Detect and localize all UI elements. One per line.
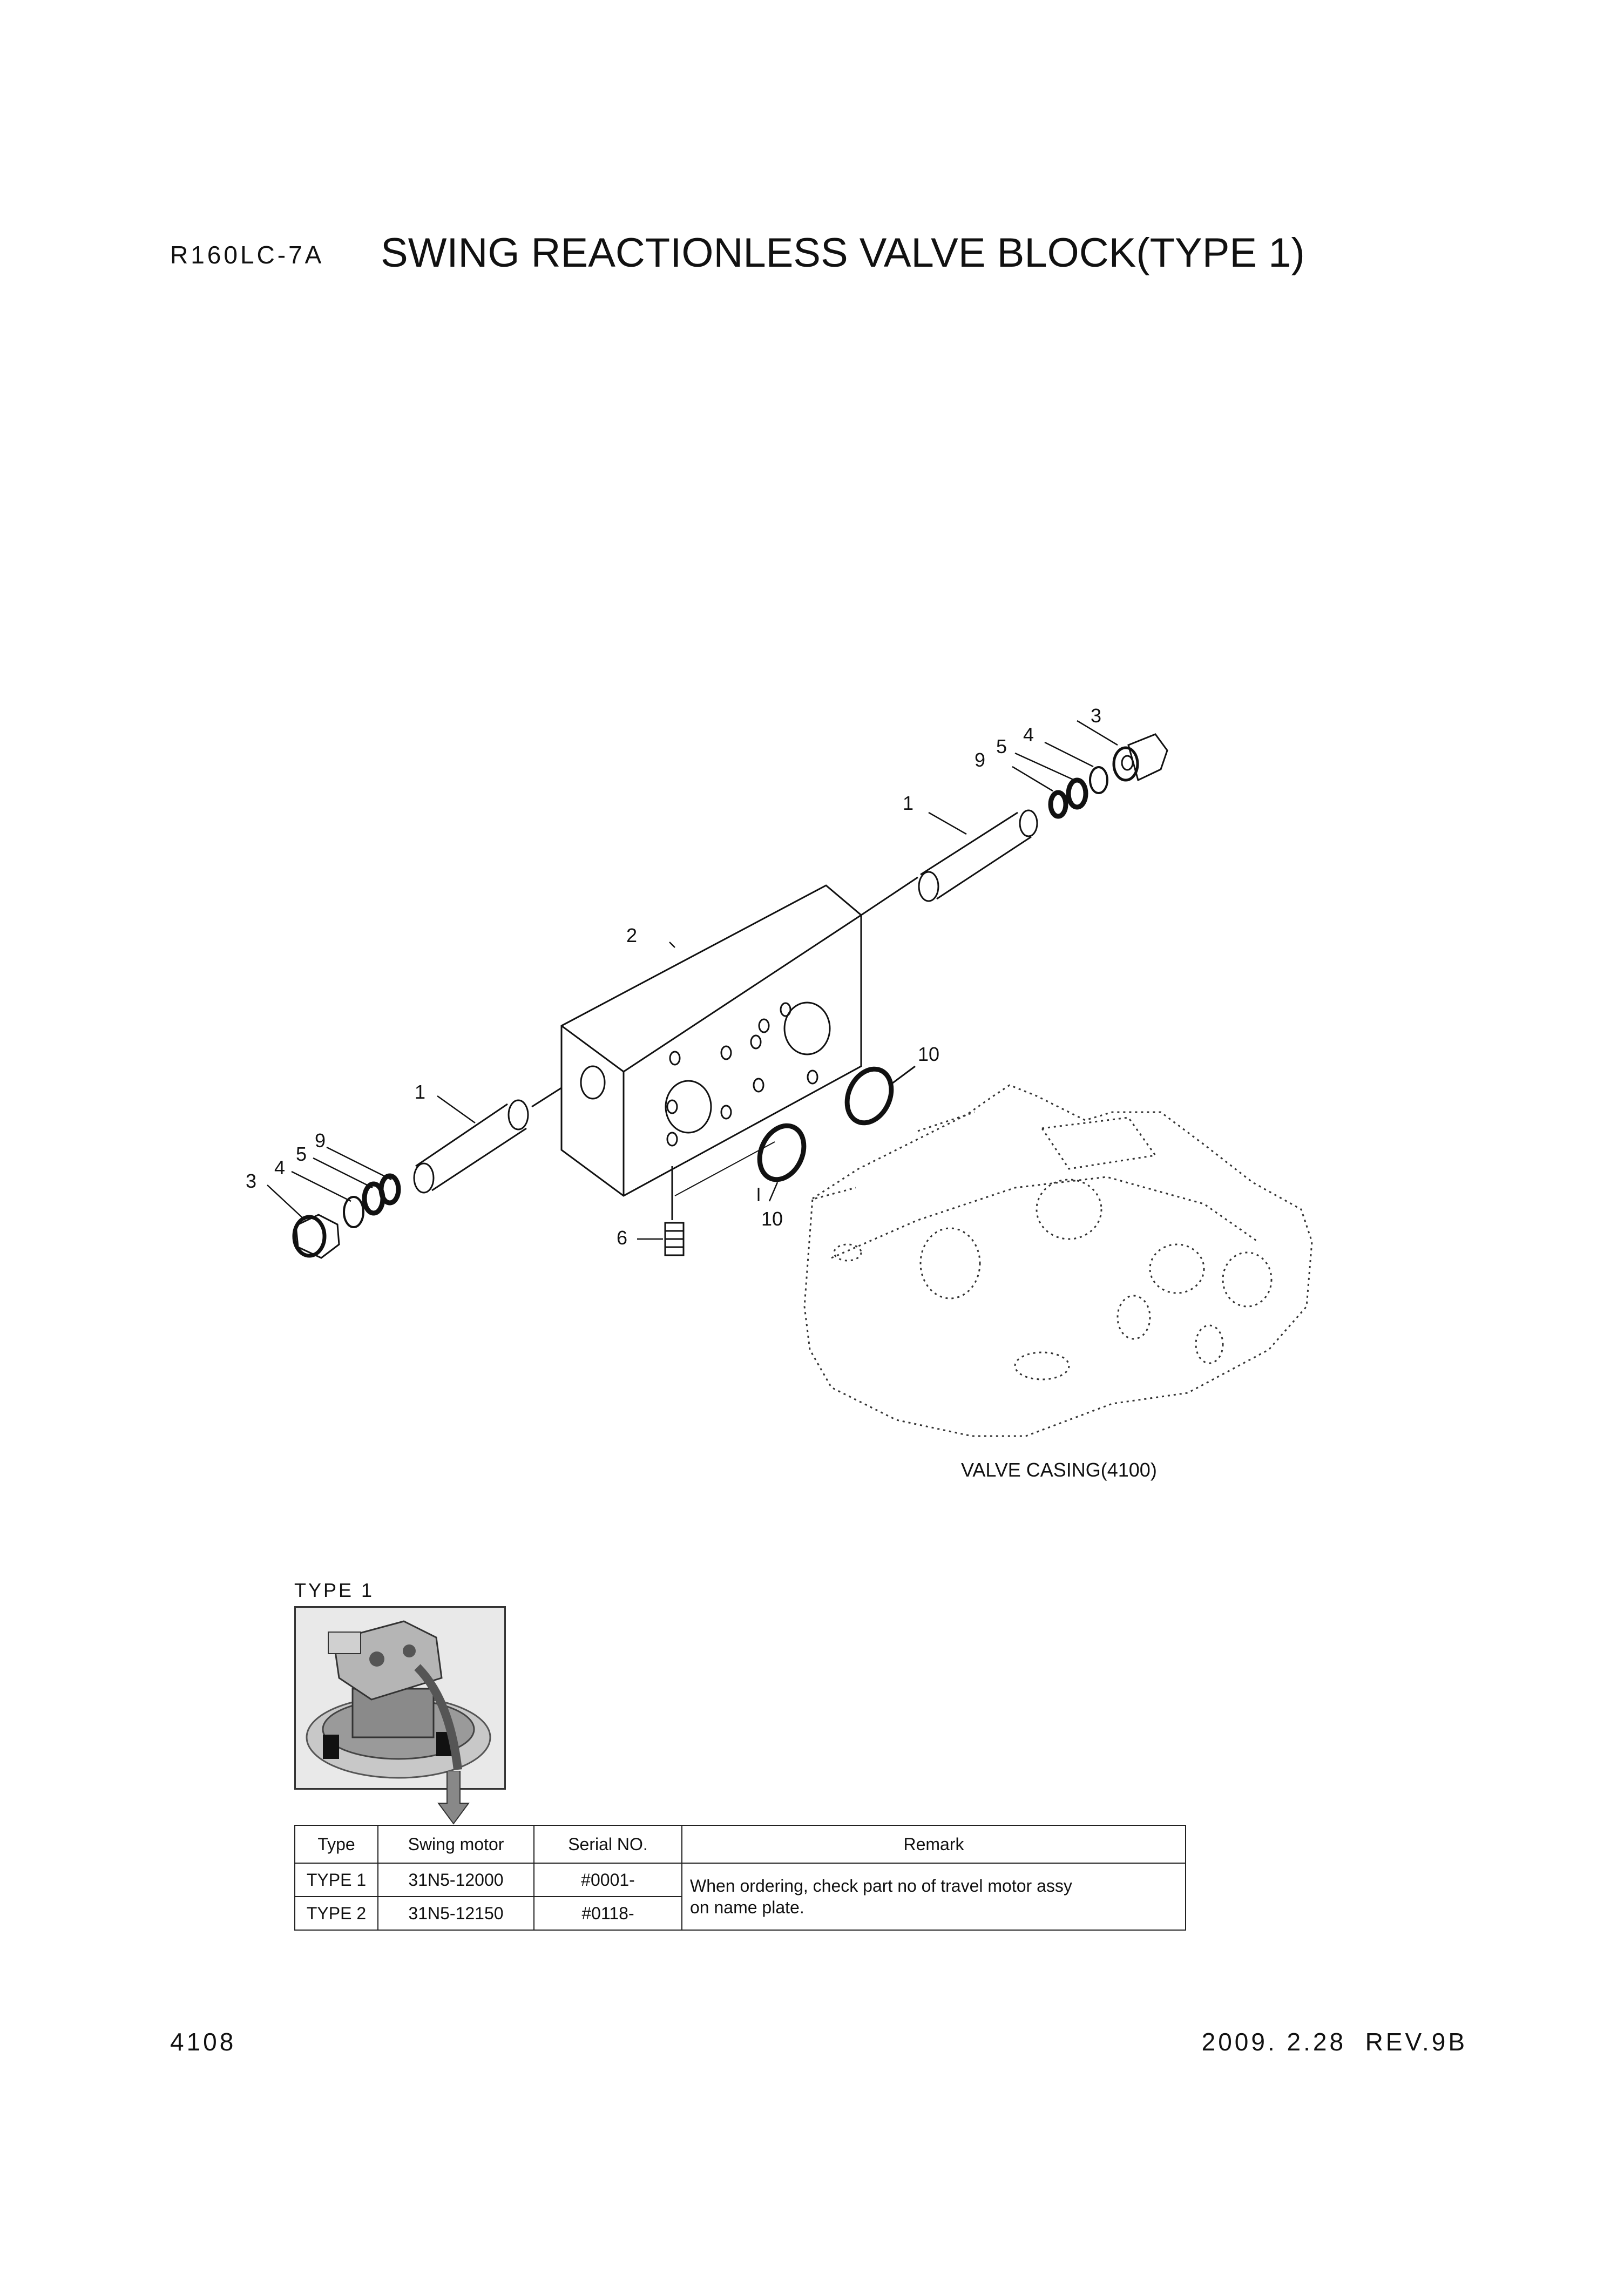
page-number: 4108 — [170, 2028, 236, 2056]
valve-casing-dotted — [803, 1084, 1313, 1437]
callout-6: 6 — [617, 1227, 627, 1249]
plug-6-part — [664, 1166, 685, 1256]
col-remark-header: Remark — [681, 1825, 1186, 1864]
plug-3-upper — [1112, 733, 1168, 782]
backup-ring-4-upper — [1089, 766, 1108, 794]
backup-ring-4-lower — [343, 1196, 364, 1228]
upper-pipe-part — [861, 809, 1038, 916]
callout-5-lower: 5 — [296, 1143, 307, 1165]
row-serial: #0118- — [533, 1896, 682, 1931]
row-motor: 31N5-12150 — [377, 1896, 534, 1931]
model-code: R160LC-7A — [170, 241, 324, 269]
row-motor: 31N5-12000 — [377, 1863, 534, 1897]
callout-10-lower: 10 — [761, 1208, 783, 1230]
table-header-row: Type Swing motor Serial NO. Remark — [294, 1825, 1186, 1864]
callout-10-upper: 10 — [918, 1043, 939, 1065]
table-row: TYPE 1 31N5-12000 #0001- When ordering, … — [294, 1863, 1186, 1931]
row-serial: #0001- — [533, 1863, 682, 1897]
valve-casing-label: VALVE CASING(4100) — [961, 1459, 1157, 1481]
row-type: TYPE 2 — [294, 1896, 378, 1931]
serial-info-table: Type Swing motor Serial NO. Remark TYPE … — [294, 1825, 1186, 1931]
o-ring-5-upper — [1066, 777, 1088, 810]
page-title: SWING REACTIONLESS VALVE BLOCK(TYPE 1) — [381, 230, 1305, 276]
callout-5-upper: 5 — [996, 735, 1007, 757]
o-ring-5-lower — [362, 1181, 385, 1216]
swing-motor-inset — [294, 1606, 506, 1790]
col-serial-header: Serial NO. — [533, 1825, 682, 1864]
table-row: TYPE 2 31N5-12150 #0118- — [294, 1896, 1186, 1931]
inset-type-label: TYPE 1 — [294, 1579, 375, 1601]
remark-cell: When ordering, check part no of travel m… — [681, 1863, 1186, 1931]
o-ring-10-upper — [844, 1066, 894, 1126]
leader-lines — [267, 720, 1118, 1240]
row-type: TYPE 1 — [294, 1863, 378, 1897]
o-ring-10-lower — [757, 1123, 807, 1182]
callout-3-lower: 3 — [246, 1170, 256, 1192]
revision-date: 2009. 2.28 REV.9B — [1201, 2028, 1467, 2056]
plug-3-lower — [292, 1214, 340, 1259]
valve-block-part — [560, 884, 862, 1197]
swing-motor-illustration — [296, 1608, 504, 1788]
callout-9-upper: 9 — [975, 749, 985, 771]
callout-2: 2 — [626, 924, 637, 946]
col-swing-motor-header: Swing motor — [377, 1825, 534, 1864]
remark-line-1: When ordering, check part no of travel m… — [690, 1876, 1072, 1896]
callout-9-lower: 9 — [315, 1129, 326, 1152]
lower-pipe-part — [413, 1087, 562, 1194]
down-arrow-icon — [437, 1771, 470, 1825]
remark-line-2: on name plate. — [690, 1898, 804, 1917]
col-type-header: Type — [294, 1825, 378, 1864]
callout-3-upper: 3 — [1091, 705, 1101, 727]
o-ring-9-upper — [1048, 790, 1068, 819]
callout-4-upper: 4 — [1023, 723, 1034, 746]
callout-1-upper: 1 — [903, 792, 914, 814]
callout-1-lower: 1 — [415, 1081, 425, 1103]
callout-4-lower: 4 — [274, 1156, 285, 1179]
